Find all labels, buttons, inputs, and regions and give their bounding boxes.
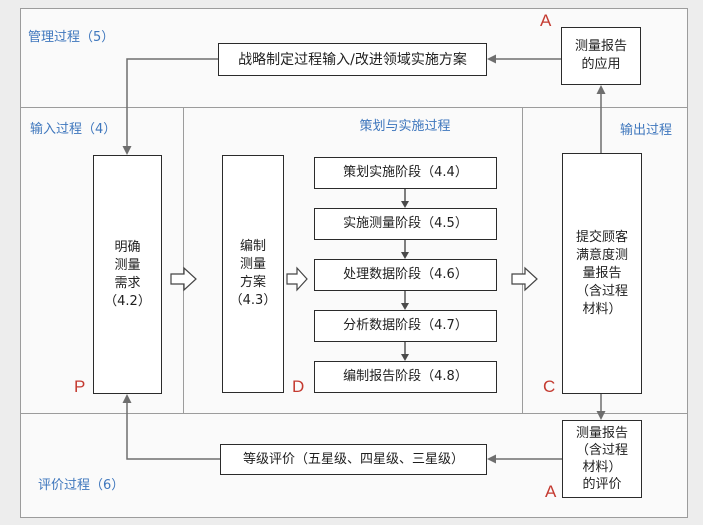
report-evaluation-line: 测量报告 (575, 426, 628, 441)
node-strategy-input: 战略制定过程输入/改进领域实施方案 (218, 43, 487, 76)
arrow-stage-3-to-4 (401, 291, 409, 310)
arrow-stage-1-to-2 (401, 189, 409, 208)
report-application-line: 的应用 (581, 57, 621, 72)
node-report-application: 测量报告 的应用 (561, 27, 641, 85)
arrow-stage-2-to-3 (401, 240, 409, 259)
define-requirements-line: （4.2） (104, 293, 151, 309)
arrow-evaluation-to-grading (487, 454, 562, 464)
stage-label: 分析数据阶段（4.7） (343, 318, 468, 333)
stage-label: 实施测量阶段（4.5） (343, 216, 468, 231)
pdca-marker-check: C (543, 377, 556, 396)
prepare-plan-line: 方案 (239, 275, 266, 290)
arrow-stage-4-to-5 (401, 342, 409, 361)
submit-report-line: 满意度测 (575, 247, 628, 263)
prepare-plan-line: （4.3） (229, 293, 277, 308)
hollow-arrow-stages-to-output (511, 266, 538, 292)
pdca-marker-plan: P (74, 377, 86, 396)
arrow-grading-to-define-requirements (122, 394, 220, 460)
pdca-marker-act-bottom: A (545, 482, 557, 501)
arrow-report-application-to-strategy (487, 54, 561, 64)
define-requirements-line: 明确 (114, 239, 141, 255)
node-prepare-plan: 编制 测量 方案 （4.3） (222, 155, 284, 393)
arrow-strategy-to-define-requirements (122, 58, 218, 155)
report-application-line: 测量报告 (574, 39, 627, 54)
node-stage-measurement: 实施测量阶段（4.5） (314, 208, 497, 240)
strategy-input-line: 战略制定过程输入/改进领域实施方案 (238, 51, 467, 68)
node-stage-planning: 策划实施阶段（4.4） (314, 157, 497, 189)
node-report-evaluation: 测量报告 （含过程 材料） 的评价 (562, 420, 642, 498)
hollow-arrow-plan-to-stages (286, 266, 308, 292)
node-submit-report: 提交顾客 满意度测 量报告 （含过程 材料） (562, 153, 642, 394)
submit-report-line: 提交顾客 (575, 229, 628, 245)
pdca-marker-act-top: A (540, 11, 552, 30)
node-stage-data-processing: 处理数据阶段（4.6） (314, 259, 497, 291)
submit-report-line: 材料） (582, 301, 622, 317)
node-define-requirements: 明确 测量 需求 （4.2） (93, 155, 162, 394)
prepare-plan-line: 测量 (239, 257, 266, 272)
section-label-output: 输出过程 (620, 123, 673, 138)
report-evaluation-line: 材料） (582, 460, 622, 475)
arrow-submit-report-to-evaluation (596, 394, 606, 420)
section-label-evaluation: 评价过程（6） (38, 478, 125, 493)
report-evaluation-line: 的评价 (582, 477, 622, 492)
node-stage-report-writing: 编制报告阶段（4.8） (314, 361, 497, 393)
define-requirements-line: 测量 (114, 257, 141, 273)
section-label-planning: 策划与实施过程 (359, 119, 451, 134)
submit-report-line: （含过程 (575, 283, 628, 299)
section-label-management: 管理过程（5） (28, 30, 115, 45)
hollow-arrow-input-to-planning (170, 266, 197, 292)
prepare-plan-line: 编制 (239, 239, 266, 254)
stage-label: 处理数据阶段（4.6） (343, 267, 468, 282)
node-grading: 等级评价（五星级、四星级、三星级） (220, 444, 487, 475)
arrow-submit-report-to-report-application (596, 85, 606, 153)
submit-report-line: 量报告 (582, 265, 622, 281)
node-stage-data-analysis: 分析数据阶段（4.7） (314, 310, 497, 342)
section-label-input: 输入过程（4） (30, 122, 117, 137)
grading-line: 等级评价（五星级、四星级、三星级） (242, 451, 464, 467)
stage-label: 策划实施阶段（4.4） (343, 165, 468, 180)
pdca-marker-do: D (292, 377, 305, 396)
report-evaluation-line: （含过程 (575, 443, 628, 458)
define-requirements-line: 需求 (114, 275, 141, 291)
stage-label: 编制报告阶段（4.8） (343, 369, 468, 384)
